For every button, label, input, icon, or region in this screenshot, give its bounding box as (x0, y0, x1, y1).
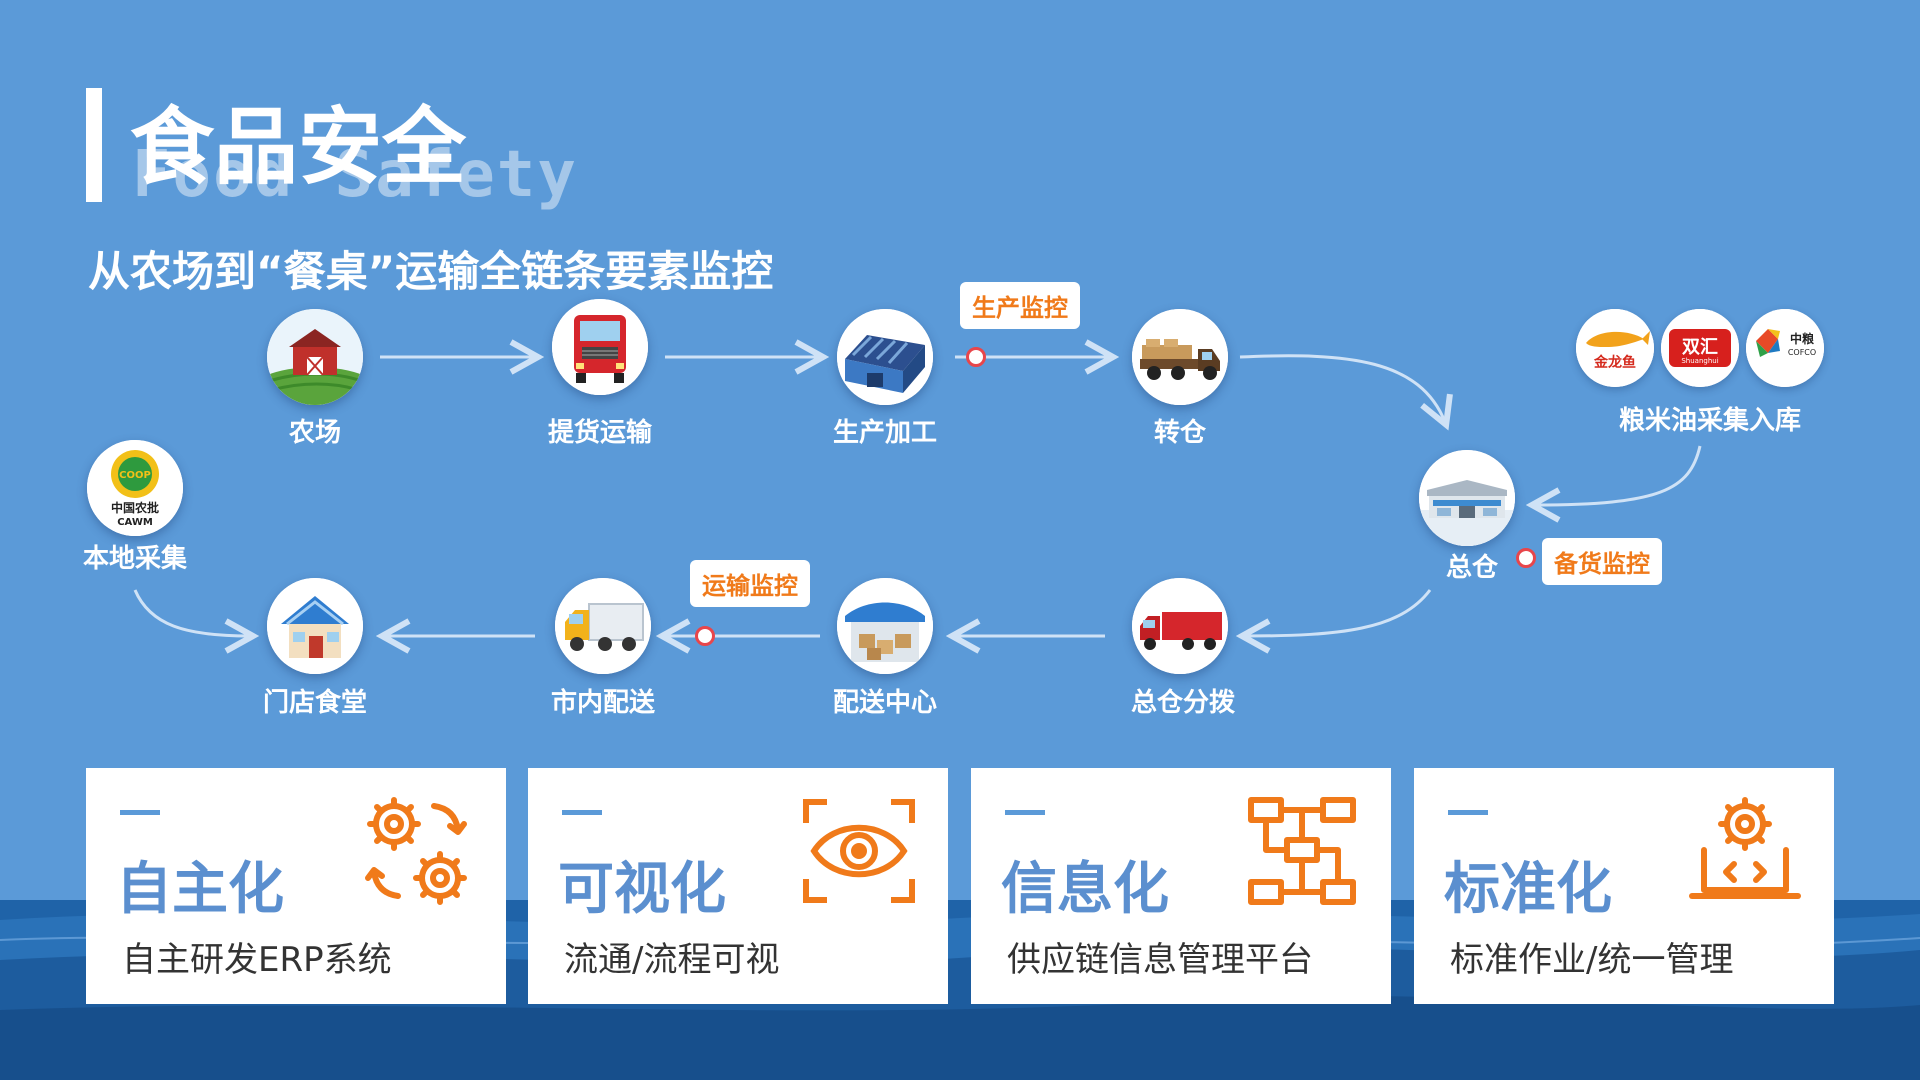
arrow-hub-to-dispatch (1245, 589, 1432, 636)
card-desc-informatization: 供应链信息管理平台 (1007, 940, 1313, 980)
network-nodes-icon (1248, 797, 1356, 905)
card-desc-standardization: 标准作业/统一管理 (1450, 940, 1734, 980)
production-monitor-dot (966, 347, 986, 367)
stocking-monitor-dot (1516, 548, 1536, 568)
transfer-node (1132, 309, 1228, 405)
node-label-pickup-transport: 提货运输 (547, 418, 653, 448)
arrow-inbound-to-hub (1535, 445, 1702, 505)
node-label-transfer: 转仓 (1153, 418, 1207, 448)
card-desc-visual: 流通/流程可视 (564, 940, 780, 980)
card-title-visual: 可视化 (558, 857, 726, 922)
stocking-monitor-tag: 备货监控 (1542, 538, 1662, 585)
node-label-hub: 总仓 (1445, 553, 1499, 583)
production-node (837, 309, 933, 405)
hub-dispatch-node (1132, 578, 1228, 674)
store-canteen-node (267, 578, 363, 674)
delivery-truck-icon (555, 578, 651, 674)
cargo-truck-icon (1132, 309, 1228, 405)
brand-cofco: 中粮 COFCO (1746, 309, 1824, 387)
card-dash (1005, 810, 1045, 815)
card-desc-autonomous: 自主研发ERP系统 (122, 940, 392, 980)
brand-shuanghui: 双汇 Shuanghui (1661, 309, 1739, 387)
node-label-hub-dispatch: 总仓分拨 (1130, 688, 1236, 718)
brand-shuanghui-en: Shuanghui (1681, 357, 1718, 365)
card-standardization: 标准化 标准作业/统一管理 (1414, 768, 1834, 1004)
brand-cofco-text: 中粮 (1790, 331, 1814, 346)
factory-icon (837, 309, 933, 405)
laptop-gear-icon (1689, 797, 1801, 899)
truck-front-icon (552, 299, 648, 395)
card-informatization: 信息化 供应链信息管理平台 (971, 768, 1391, 1004)
node-label-production: 生产加工 (832, 418, 938, 448)
card-dash (120, 810, 160, 815)
production-monitor-tag: 生产监控 (960, 282, 1080, 329)
card-title-autonomous: 自主化 (116, 857, 284, 922)
page-title: 食品安全 (130, 98, 467, 196)
node-label-city-delivery: 市内配送 (550, 688, 656, 718)
arrow-local-to-store (133, 589, 250, 636)
title-english: Food Safety (132, 138, 578, 212)
warehouse-icon (1419, 450, 1515, 546)
arrow-transfer-to-hub (1239, 354, 1445, 422)
transport-monitor-tag: 运输监控 (690, 560, 810, 607)
node-label-farm: 农场 (288, 418, 342, 448)
city-delivery-node (555, 578, 651, 674)
cawm-coop-text: COOP (119, 470, 151, 481)
distribution-center-node (837, 578, 933, 674)
distribution-warehouse-icon (837, 578, 933, 674)
cawm-logo: COOP 中国农批 CAWM (87, 440, 183, 536)
node-label-store-canteen: 门店食堂 (262, 688, 368, 718)
brand-jinlongyu: 金龙鱼 (1576, 309, 1654, 387)
hub-warehouse-node (1419, 450, 1515, 546)
cofco-logo: 中粮 COFCO (1746, 309, 1824, 387)
card-dash (1448, 810, 1488, 815)
card-title-informatization: 信息化 (1001, 857, 1169, 922)
card-visual: 可视化 流通/流程可视 (528, 768, 948, 1004)
semi-truck-icon (1132, 578, 1228, 674)
eye-scan-icon (803, 799, 915, 903)
pickup-transport-node (552, 299, 648, 395)
jinlongyu-logo: 金龙鱼 (1576, 309, 1654, 387)
card-title-standardization: 标准化 (1444, 857, 1612, 922)
page-subtitle: 从农场到“餐桌”运输全链条要素监控 (88, 247, 774, 296)
card-dash (562, 810, 602, 815)
barn-icon (267, 309, 363, 405)
node-label-distribution-center: 配送中心 (832, 688, 938, 718)
card-autonomous: 自主化 自主研发ERP系统 (86, 768, 506, 1004)
transport-monitor-dot (695, 626, 715, 646)
brand-cofco-en: COFCO (1788, 348, 1816, 357)
cawm-en-text: CAWM (117, 517, 153, 528)
cawm-cn-text: 中国农批 (111, 500, 159, 515)
local-purchase-node: COOP 中国农批 CAWM (87, 440, 183, 536)
house-icon (267, 578, 363, 674)
shuanghui-logo: 双汇 Shuanghui (1661, 309, 1739, 387)
brand-shuanghui-text: 双汇 (1682, 337, 1718, 358)
local-purchase-label: 本地采集 (82, 544, 188, 574)
title-accent-bar (86, 88, 102, 202)
brand-jinlongyu-text: 金龙鱼 (1593, 354, 1636, 371)
inbound-label: 粮米油采集入库 (1618, 406, 1802, 436)
farm-node (267, 309, 363, 405)
gears-cycle-icon (365, 797, 467, 905)
